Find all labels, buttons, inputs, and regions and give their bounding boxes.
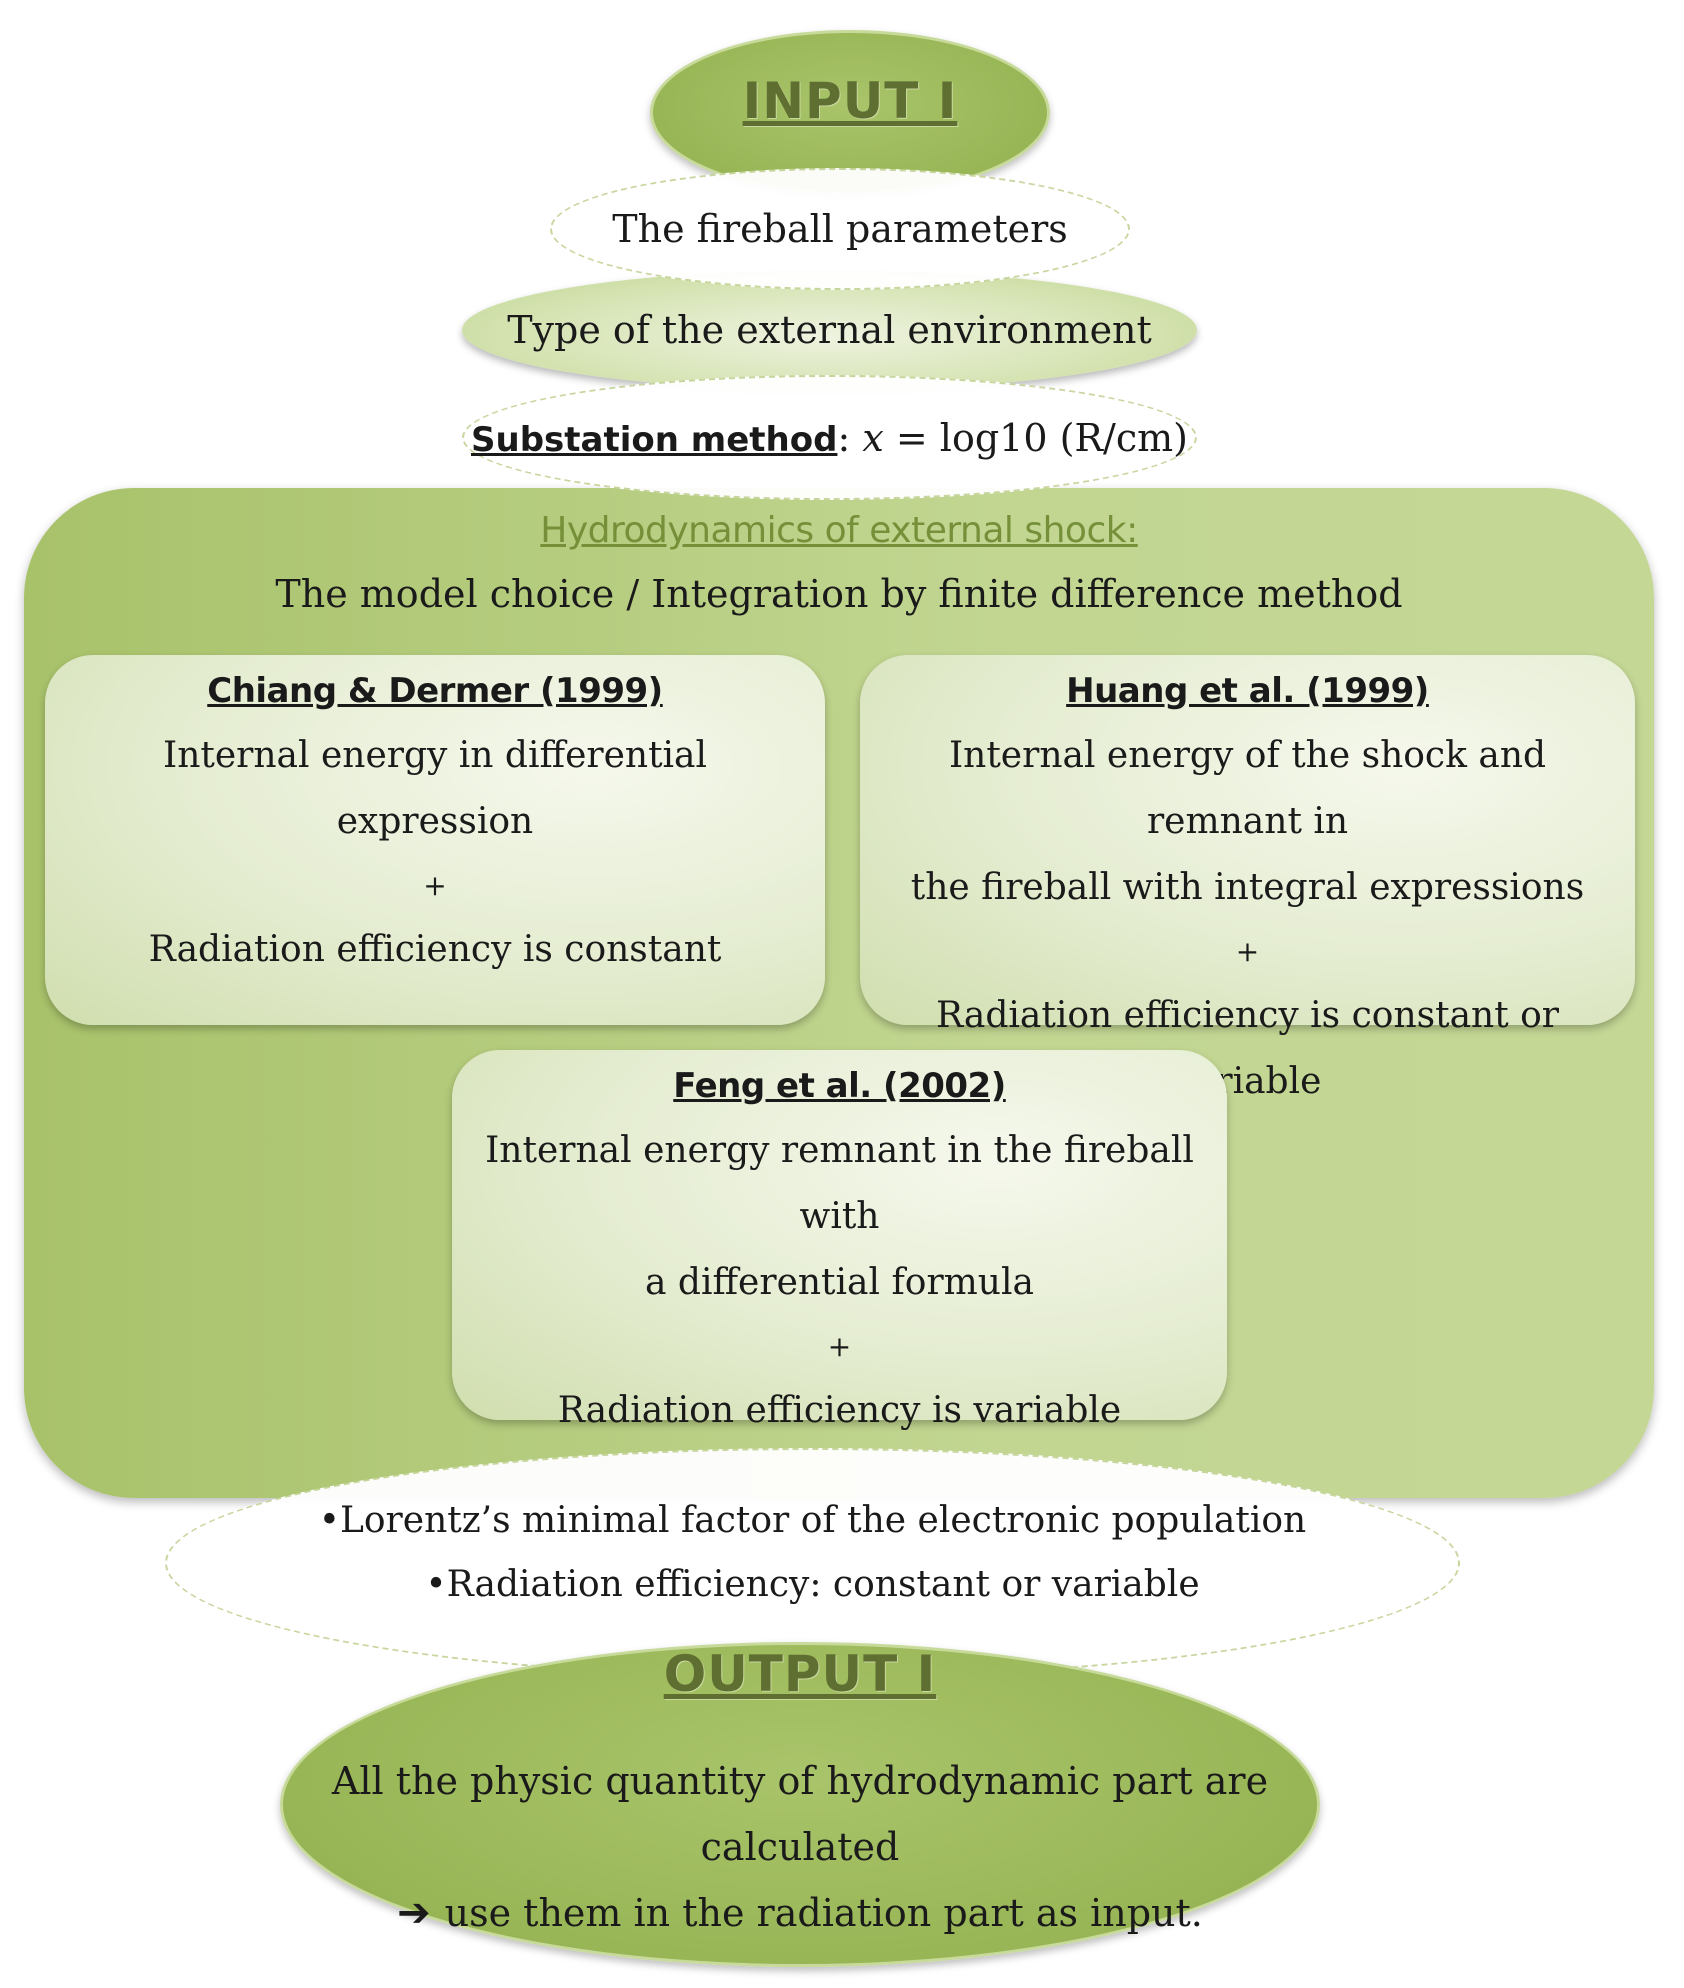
output-line2-row: ➔ use them in the radiation part as input… [280, 1880, 1320, 1946]
chiang-dermer-title: Chiang & Dermer (1999) [207, 671, 663, 711]
hydrodynamics-title: Hydrodynamics of external shock: [540, 510, 1138, 551]
output-line2: use them in the radiation part as input. [444, 1891, 1203, 1935]
feng-plus: + [827, 1330, 852, 1363]
huang-plus: + [1235, 935, 1260, 968]
substation-line: Substation method: x = log10 (R/cm) [471, 416, 1188, 460]
output-title: OUTPUT I [663, 1645, 937, 1703]
substation-colon: : [837, 415, 851, 460]
environment-text: Type of the external environment [507, 308, 1152, 352]
huang-line1: Internal energy of the shock and remnant… [948, 735, 1547, 842]
chiang-dermer-plus: + [423, 869, 447, 902]
right-arrow-icon: ➔ [397, 1890, 431, 1936]
input-title: INPUT I [742, 71, 958, 130]
huang-title: Huang et al. (1999) [1066, 671, 1429, 711]
huang-box: Huang et al. (1999) Internal energy of t… [860, 655, 1635, 1102]
chiang-dermer-line2: Radiation efficiency is constant [148, 929, 722, 970]
parameters-ellipse: •Lorentz’s minimal factor of the electro… [165, 1448, 1460, 1678]
feng-box: Feng et al. (2002) Internal energy remna… [452, 1050, 1227, 1431]
substation-formula: = log10 (R/cm) [895, 415, 1188, 460]
output-text: All the physic quantity of hydrodynamic … [280, 1748, 1320, 1946]
substation-label: Substation method [471, 419, 838, 460]
huang-line2: the fireball with integral expressions [910, 867, 1585, 908]
feng-line1: Internal energy remnant in the fireball … [485, 1130, 1194, 1237]
fireball-ellipse: The fireball parameters [550, 168, 1130, 290]
lorentz-factor-item: •Lorentz’s minimal factor of the electro… [318, 1500, 1307, 1541]
feng-title: Feng et al. (2002) [673, 1066, 1006, 1106]
chiang-dermer-box: Chiang & Dermer (1999) Internal energy i… [45, 655, 825, 1025]
hydrodynamics-subtitle: The model choice / Integration by finite… [275, 572, 1403, 616]
radiation-efficiency-item: •Radiation efficiency: constant or varia… [425, 1564, 1200, 1605]
fireball-text: The fireball parameters [612, 207, 1068, 251]
output-line1: All the physic quantity of hydrodynamic … [331, 1759, 1269, 1869]
feng-line3: Radiation efficiency is variable [557, 1390, 1122, 1431]
substation-ellipse: Substation method: x = log10 (R/cm) [462, 375, 1197, 500]
substation-x: x [862, 415, 884, 460]
feng-line2: a differential formula [645, 1262, 1034, 1303]
output-ellipse [280, 1642, 1320, 1967]
chiang-dermer-line1: Internal energy in differential expressi… [162, 735, 708, 842]
environment-ellipse: Type of the external environment [462, 270, 1197, 390]
parameters-text: •Lorentz’s minimal factor of the electro… [319, 1489, 1307, 1617]
